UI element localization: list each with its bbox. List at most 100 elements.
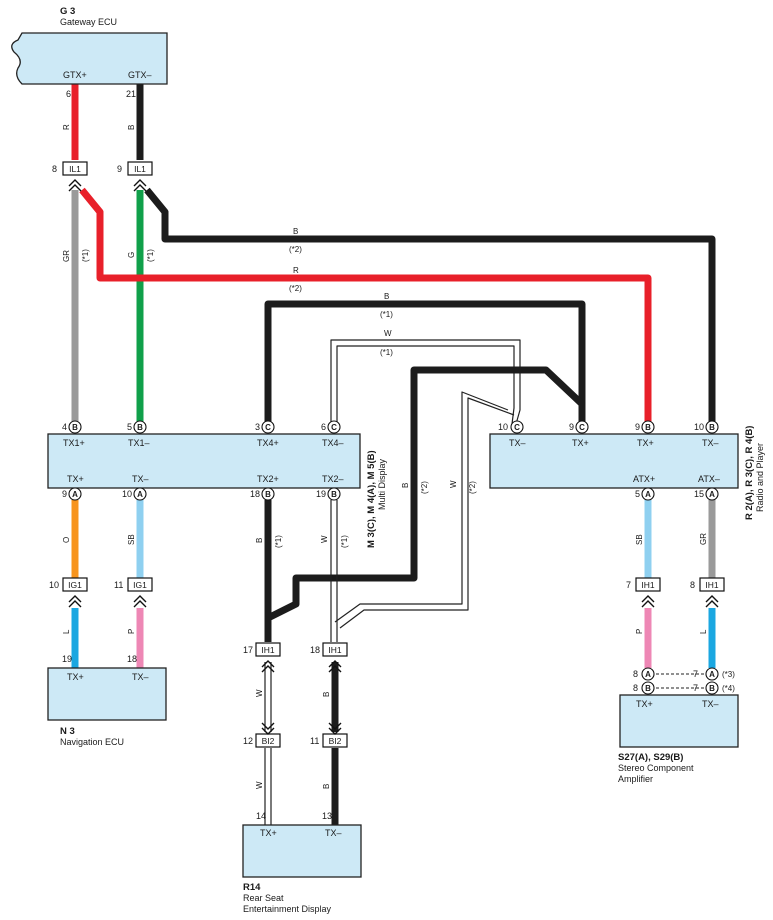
svg-text:TX+: TX+	[572, 438, 589, 448]
svg-text:9: 9	[62, 489, 67, 499]
svg-text:TX4–: TX4–	[322, 438, 344, 448]
multi-display-top-pins: TX1+ TX1– TX4+ TX4–	[63, 438, 344, 448]
svg-text:O: O	[62, 537, 71, 543]
svg-text:B: B	[72, 423, 78, 432]
svg-text:W: W	[255, 689, 264, 697]
wire-red-long	[79, 187, 652, 424]
svg-text:W: W	[320, 535, 329, 543]
svg-text:7: 7	[693, 669, 698, 679]
svg-text:17: 17	[243, 645, 253, 655]
nav-pin-txp: TX+	[67, 672, 84, 682]
svg-text:11: 11	[114, 580, 123, 590]
svg-text:P: P	[127, 629, 136, 634]
svg-text:6: 6	[66, 89, 71, 99]
gateway-pin-gtxm: GTX–	[128, 70, 152, 80]
wire-black-tx2	[264, 366, 586, 642]
connector-ih1-c: IH1	[635, 577, 661, 608]
svg-text:IH1: IH1	[705, 580, 719, 590]
svg-text:G: G	[127, 252, 136, 258]
svg-text:TX4+: TX4+	[257, 438, 279, 448]
r14-pin-txm: TX–	[325, 828, 342, 838]
gateway-pin-gtxp: GTX+	[63, 70, 87, 80]
svg-text:BI2: BI2	[262, 736, 275, 746]
wire-notes: (*1) (*1) (*2) (*2) (*1) (*1) (*2) (*2) …	[81, 245, 735, 693]
amp-pin-txm: TX–	[702, 699, 719, 709]
wire-black-tx4	[264, 300, 586, 424]
svg-text:3: 3	[255, 422, 260, 432]
svg-text:8: 8	[633, 669, 638, 679]
svg-text:9: 9	[569, 422, 574, 432]
navigation-ecu-name: Navigation ECU	[60, 737, 124, 747]
navigation-ecu-box	[47, 667, 167, 721]
svg-text:IL1: IL1	[134, 164, 146, 174]
navigation-ecu-code: N 3	[60, 726, 75, 737]
svg-text:W: W	[384, 329, 392, 338]
multi-display-name: Multi Display	[377, 458, 387, 510]
svg-text:8: 8	[633, 683, 638, 693]
svg-text:B: B	[127, 125, 136, 130]
svg-text:15: 15	[694, 489, 704, 499]
svg-text:TX+: TX+	[67, 474, 84, 484]
connector-ig1-a: IG1	[62, 577, 88, 608]
amp-pin-txp: TX+	[636, 699, 653, 709]
svg-text:(*4): (*4)	[722, 684, 735, 693]
connector-bi2-a: BI2	[255, 722, 281, 748]
amplifier-name-1: Stereo Component	[618, 763, 694, 773]
svg-text:B: B	[265, 490, 271, 499]
svg-text:9: 9	[117, 164, 122, 174]
svg-text:IH1: IH1	[328, 645, 342, 655]
svg-text:BI2: BI2	[329, 736, 342, 746]
connector-il1-a: IL1	[62, 161, 88, 192]
svg-text:10: 10	[122, 489, 132, 499]
svg-text:TX2+: TX2+	[257, 474, 279, 484]
svg-text:12: 12	[243, 736, 253, 746]
wire-white-tx4-outer	[330, 339, 521, 425]
svg-text:P: P	[635, 629, 644, 634]
svg-text:R: R	[293, 266, 299, 275]
svg-text:(*2): (*2)	[468, 481, 477, 494]
svg-text:(*2): (*2)	[289, 245, 302, 254]
svg-text:B: B	[401, 483, 410, 488]
svg-text:A: A	[645, 490, 651, 499]
svg-text:IL1: IL1	[69, 164, 81, 174]
svg-text:21: 21	[126, 89, 136, 99]
svg-text:4: 4	[62, 422, 67, 432]
svg-text:10: 10	[498, 422, 508, 432]
svg-text:7: 7	[693, 683, 698, 693]
svg-text:A: A	[709, 490, 715, 499]
svg-text:SB: SB	[635, 534, 644, 545]
svg-text:IH1: IH1	[641, 580, 655, 590]
svg-text:TX+: TX+	[637, 438, 654, 448]
amplifier-name-2: Amplifier	[618, 774, 653, 784]
svg-text:5: 5	[635, 489, 640, 499]
svg-text:L: L	[62, 629, 71, 634]
svg-text:GR: GR	[699, 533, 708, 545]
svg-text:(*1): (*1)	[380, 310, 393, 319]
svg-text:B: B	[255, 538, 264, 543]
svg-text:18: 18	[250, 489, 260, 499]
multi-display-code: M 3(C), M 4(A), M 5(B)	[366, 450, 377, 548]
radio-name: Radio and Player	[755, 443, 765, 512]
connector-ih1-a: IH1	[255, 642, 281, 673]
svg-text:A: A	[72, 490, 78, 499]
svg-text:(*2): (*2)	[420, 481, 429, 494]
svg-text:TX–: TX–	[509, 438, 526, 448]
rear-seat-name-1: Rear Seat	[243, 893, 284, 903]
svg-text:19: 19	[62, 654, 72, 664]
svg-text:11: 11	[310, 736, 319, 746]
svg-text:(*3): (*3)	[722, 670, 735, 679]
radio-bottom-pins: ATX+ ATX–	[633, 474, 720, 484]
svg-text:18: 18	[310, 645, 320, 655]
svg-text:R: R	[62, 124, 71, 130]
svg-text:ATX+: ATX+	[633, 474, 655, 484]
rear-seat-display-box	[242, 824, 362, 878]
svg-text:B: B	[645, 684, 651, 693]
gateway-ecu-box	[11, 32, 168, 85]
svg-text:7: 7	[626, 580, 631, 590]
svg-text:13: 13	[322, 811, 332, 821]
svg-text:B: B	[645, 423, 651, 432]
connector-ih1-b: IH1	[322, 642, 348, 673]
amplifier-box	[619, 694, 739, 748]
svg-text:A: A	[645, 670, 651, 679]
